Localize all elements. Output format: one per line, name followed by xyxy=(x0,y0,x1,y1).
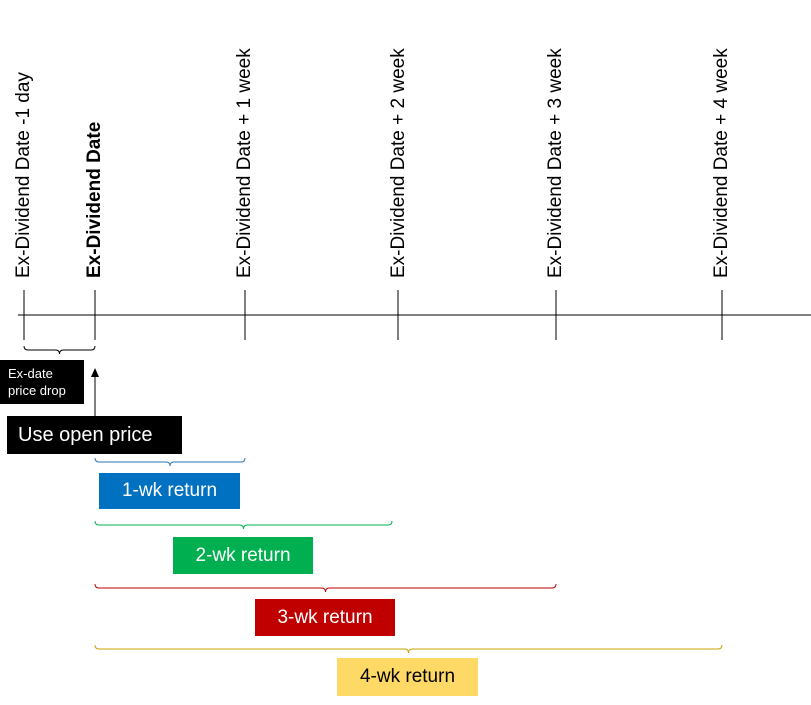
tick-label-plus-1-week: Ex-Dividend Date + 1 week xyxy=(234,48,255,278)
tick-label-minus-1-day: Ex-Dividend Date -1 day xyxy=(13,72,34,278)
open-price-arrow-head xyxy=(91,368,99,377)
return-brace-2 xyxy=(94,520,393,530)
price-drop-brace xyxy=(23,345,96,355)
tick-label-ex-dividend: Ex-Dividend Date xyxy=(84,121,105,278)
return-brace-1 xyxy=(94,457,246,467)
open-price-label: Use open price xyxy=(18,423,153,446)
return-brace-4 xyxy=(94,644,723,654)
return-2wk-label: 2-wk return xyxy=(195,544,291,566)
price-drop-line2: price drop xyxy=(8,383,66,398)
return-1wk-box: 1-wk return xyxy=(99,473,240,509)
return-3wk-box: 3-wk return xyxy=(255,599,395,636)
return-brace-3 xyxy=(94,583,557,593)
return-4wk-box: 4-wk return xyxy=(337,658,478,696)
price-drop-line1: Ex-date xyxy=(8,366,53,381)
tick-label-plus-2-week: Ex-Dividend Date + 2 week xyxy=(388,48,409,278)
return-3wk-label: 3-wk return xyxy=(277,606,373,628)
tick-label-plus-3-week: Ex-Dividend Date + 3 week xyxy=(545,48,566,278)
return-2wk-box: 2-wk return xyxy=(173,537,313,574)
return-1wk-label: 1-wk return xyxy=(121,480,218,501)
return-4wk-label: 4-wk return xyxy=(359,666,456,687)
price-drop-box: Ex-date price drop xyxy=(0,360,84,404)
tick-label-plus-4-week: Ex-Dividend Date + 4 week xyxy=(711,48,732,278)
open-price-box: Use open price xyxy=(7,416,182,454)
